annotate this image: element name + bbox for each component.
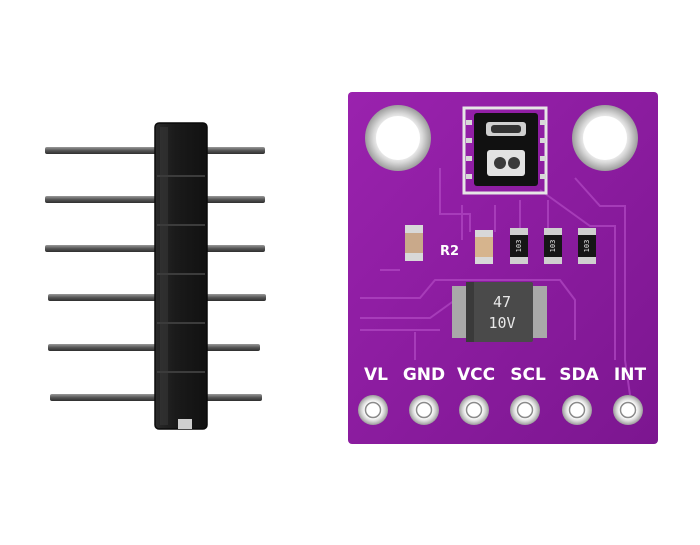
svg-text:103: 103 [515,240,523,253]
pin-label-sda: SDA [559,365,599,385]
smd-resistor: 103 [544,228,562,264]
pcb [348,92,658,444]
solder-pads [358,395,643,425]
header-block [154,122,208,430]
solder-pad-sda [562,395,592,425]
pin-label-scl: SCL [510,365,546,385]
mounting-hole-left [365,105,431,171]
smd-capacitor-small [405,225,423,261]
resistor-ref-label: R2 [440,244,459,259]
sensor-chip [462,106,548,195]
pin-header [45,122,266,430]
solder-pad-vcc [459,395,489,425]
pin-label-int: INT [614,365,647,385]
smd-resistor: 103 [578,228,596,264]
tantalum-capacitor: 47 10V [452,282,547,342]
solder-pad-scl [510,395,540,425]
svg-text:103: 103 [583,240,591,253]
pin-label-vcc: VCC [457,365,495,385]
svg-text:10V: 10V [488,314,515,332]
smd-resistor: 103 [510,228,528,264]
pcb-traces [360,168,631,396]
svg-text:103: 103 [549,240,557,253]
solder-pad-gnd [409,395,439,425]
header-pin [48,344,260,351]
mounting-hole-right [572,105,638,171]
pin-label-gnd: GND [403,365,445,385]
pin-label-vl: VL [364,365,388,385]
svg-text:47: 47 [493,293,511,311]
solder-pad-vl [358,395,388,425]
solder-pad-int [613,395,643,425]
sensor-breakout-board: R2 103 103 103 47 10V [348,92,658,444]
pin-labels: VL GND VCC SCL SDA INT [364,365,646,385]
smd-capacitor-tan [475,230,493,264]
